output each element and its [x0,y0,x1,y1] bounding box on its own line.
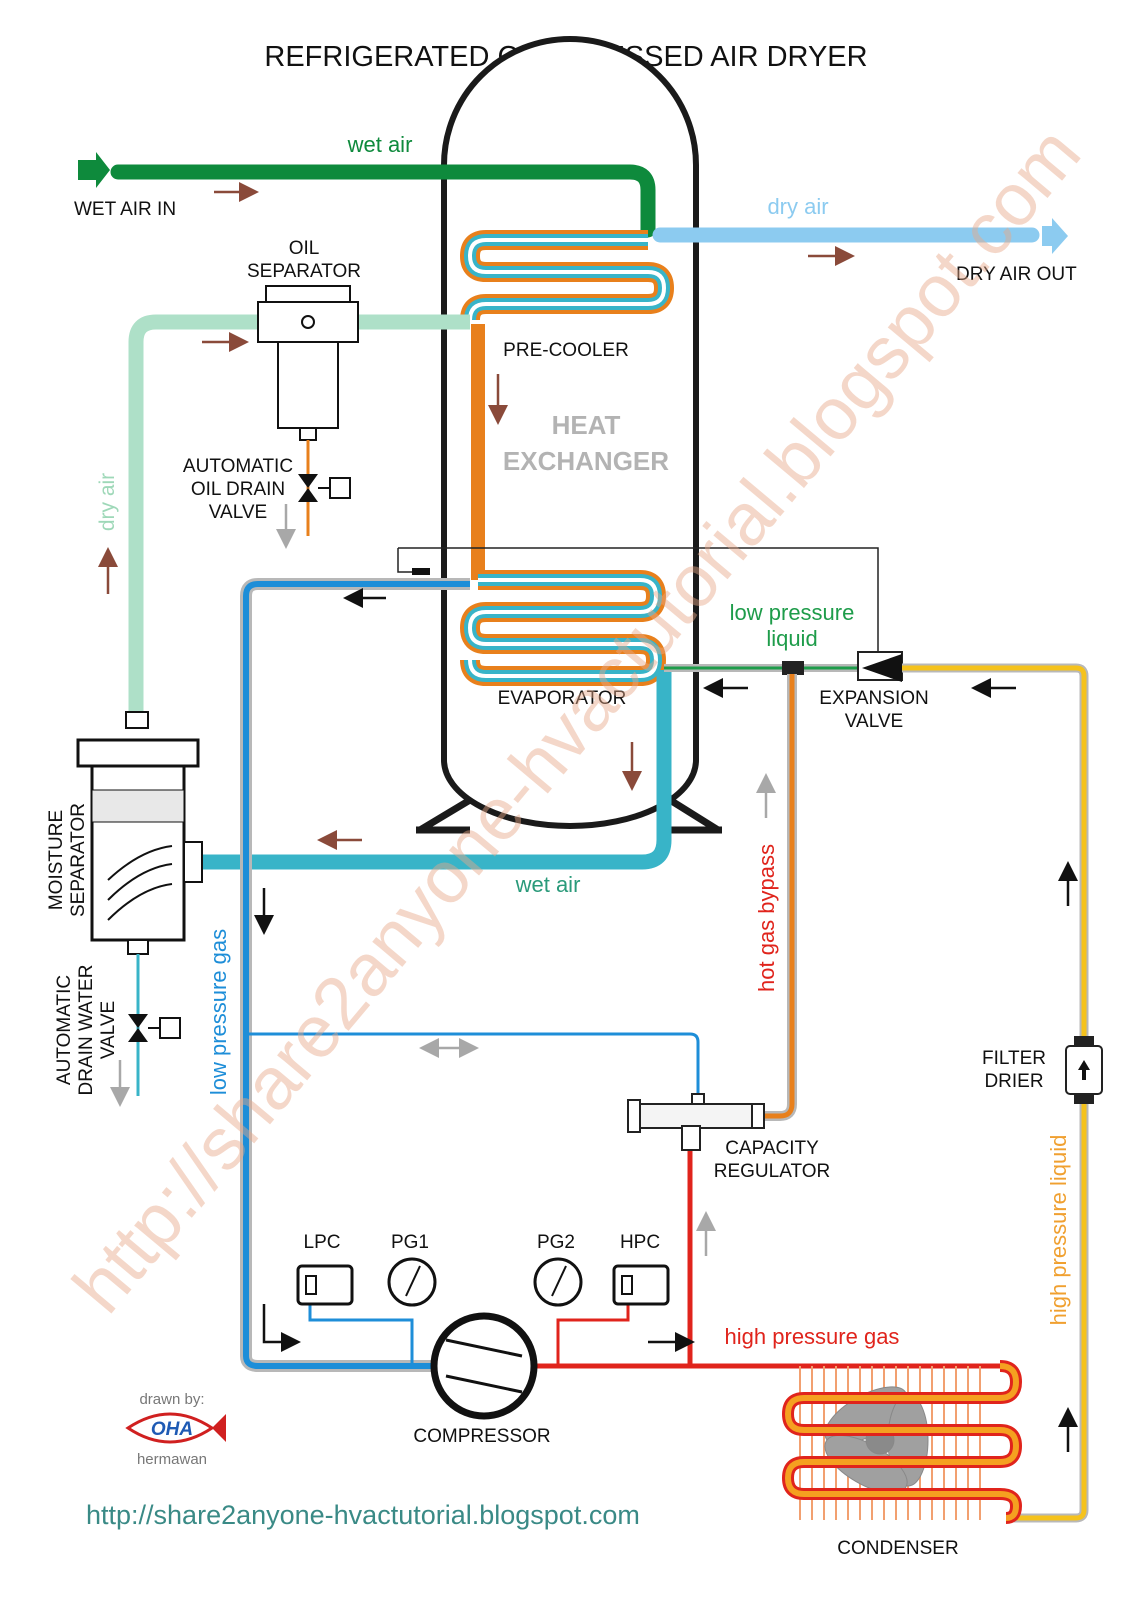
label-drain-water-valve-2: DRAIN WATER [76,965,97,1096]
drain-water-valve-icon [128,1014,181,1042]
label-dry-air-left: dry air [96,473,119,531]
label-hot-gas-bypass: hot gas bypass [754,844,779,992]
evaporator-coil [459,570,667,686]
sensing-bulb-line [397,547,879,660]
high-pressure-liquid-line [902,663,1089,1523]
label-oil-drain-valve-2: OIL DRAIN [191,479,285,500]
capacity-regulator-valve [627,1093,765,1151]
label-moisture-separator-1: MOISTURE [46,810,67,910]
label-drain-water-valve-1: AUTOMATIC [54,975,75,1085]
svg-text:OHA: OHA [151,1419,193,1440]
moisture-separator [76,711,203,1096]
label-oil-separator-1: OIL [289,238,320,259]
label-heat-exchanger-2: EXCHANGER [503,446,669,476]
low-pressure-liquid-line [664,661,862,675]
pg2-gauge [533,1257,583,1307]
label-filter-drier-2: DRIER [984,1071,1043,1092]
label-filter-drier-1: FILTER [982,1048,1046,1069]
compressor [430,1312,538,1420]
label-hpc: HPC [620,1232,660,1253]
label-lpc: LPC [304,1232,341,1253]
label-wet-air-in: WET AIR IN [74,199,176,220]
low-side-gauge-line [308,1304,414,1366]
label-compressor: COMPRESSOR [413,1426,550,1447]
author-credit: drawn by: OHA hermawan [125,1391,226,1468]
label-drain-water-valve-3: VALVE [98,1001,119,1059]
dry-air-outlet-pipe [652,218,1068,254]
label-evaporator: EVAPORATOR [498,688,627,709]
lpc-switch [296,1264,354,1306]
flow-arrows [98,182,1078,1452]
pre-cooler-coil [459,230,675,321]
expansion-valve [857,651,903,682]
pg1-gauge [387,1257,437,1307]
credit-author: hermawan [137,1451,207,1468]
condenser [781,1360,1023,1524]
wet-air-cooled-pipe [202,670,672,870]
dry-air-return-pipe [128,314,470,712]
label-capacity-regulator-1: CAPACITY [725,1138,819,1159]
label-moisture-separator-2: SEPARATOR [68,803,89,917]
label-low-pressure-liquid-1: low pressure [730,600,855,625]
label-wet-air-top: wet air [347,132,413,157]
label-oil-drain-valve-3: VALVE [209,502,267,523]
label-low-pressure-gas: low pressure gas [206,929,231,1095]
label-dry-air-top: dry air [767,194,828,219]
wet-air-inlet-pipe [78,152,656,238]
low-pressure-gas-line [240,578,700,1372]
label-high-pressure-liquid: high pressure liquid [1046,1135,1071,1326]
fish-logo-icon: OHA [125,1412,226,1444]
label-condenser: CONDENSER [837,1538,958,1559]
label-capacity-regulator-2: REGULATOR [714,1161,831,1182]
label-oil-separator-2: SEPARATOR [247,261,361,282]
label-pg1: PG1 [391,1232,429,1253]
label-high-pressure-gas: high pressure gas [725,1324,900,1349]
hpc-switch [612,1264,670,1306]
credit-drawn-by: drawn by: [139,1391,204,1408]
label-heat-exchanger-1: HEAT [552,410,621,440]
label-expansion-valve-2: VALVE [845,711,903,732]
hot-gas-bypass-line-core [760,674,795,1119]
high-pressure-gas-line [534,1142,1000,1369]
oil-drain-valve-icon [298,474,351,502]
filter-drier [1065,1036,1103,1104]
footer-url: http://share2anyone-hvactutorial.blogspo… [86,1500,640,1530]
label-low-pressure-liquid-2: liquid [766,626,817,651]
label-pre-cooler: PRE-COOLER [503,340,629,361]
label-pg2: PG2 [537,1232,575,1253]
label-oil-drain-valve-1: AUTOMATIC [183,456,293,477]
label-expansion-valve-1: EXPANSION [819,688,928,709]
label-dry-air-out: DRY AIR OUT [956,264,1077,285]
label-wet-air-bottom: wet air [515,872,581,897]
